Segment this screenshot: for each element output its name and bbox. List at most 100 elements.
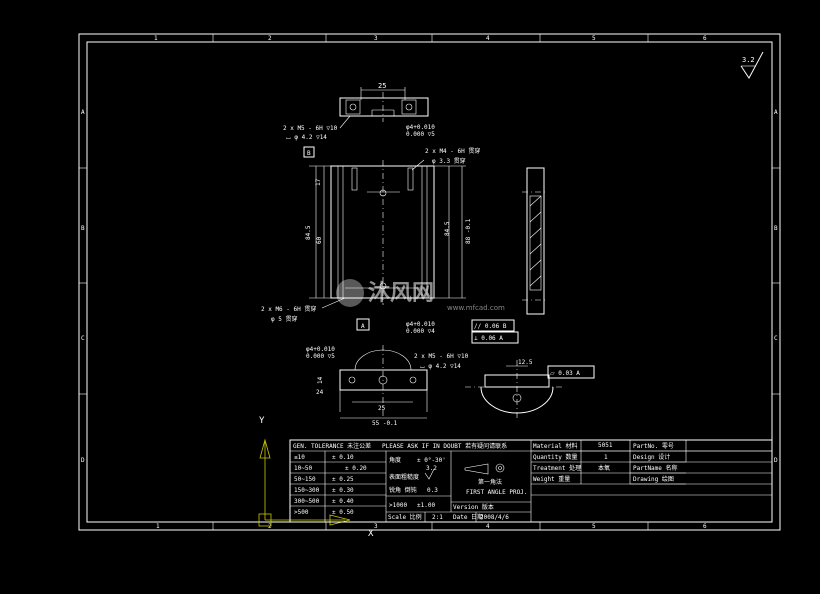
ucs-axis-icon: Y X [258,416,374,539]
svg-text:4: 4 [486,35,490,42]
svg-text:B: B [307,150,311,157]
fcf-flatness: ⏥ 0.03 A [547,365,595,379]
svg-text:>500: >500 [294,509,309,516]
svg-text:± 0°-30': ± 0°-30' [417,457,446,464]
datum-a: A [356,318,370,331]
svg-text:± 0.50: ± 0.50 [332,509,354,516]
dim-bottom-55: 55 -0.1 [372,420,398,427]
date-label: Date 日期 [453,513,483,521]
ask-note: PLEASE ASK IF IN DOUBT 若有疑问请联系 [382,442,507,450]
svg-text:角度: 角度 [389,456,401,464]
bottom-pin-note-2: 0.000 ▽5 [306,353,335,360]
dim-88: 88 -0.1 [465,218,472,244]
svg-text:1: 1 [154,35,158,42]
dim-17: 17 [315,178,322,186]
svg-text:沐风网: 沐风网 [368,281,434,306]
svg-text:3: 3 [374,523,378,530]
dim-bottom-25: 25 [378,405,386,412]
svg-text:本氧: 本氧 [598,464,610,472]
front-view [309,160,466,305]
svg-text:300~500: 300~500 [294,498,320,505]
svg-text:A: A [81,109,85,116]
svg-text:D: D [81,457,85,464]
front-hole-note-2: φ 3.3 贯穿 [432,157,466,165]
tolerance-table: ≤10 ± 0.10 10~50 ± 0.20 50~150 ± 0.25 15… [294,454,367,516]
zone-labels-side: A B C D A B C D [81,109,778,464]
svg-text:Drawing 绘图: Drawing 绘图 [633,475,674,483]
svg-text:Y: Y [259,416,265,426]
svg-text:5: 5 [592,523,596,530]
zone-ticks [79,34,780,530]
svg-text:± 0.20: ± 0.20 [345,465,367,472]
title-block [289,439,773,523]
svg-text:25: 25 [378,82,386,90]
svg-text:www.mfcad.com: www.mfcad.com [447,304,505,312]
svg-text:10~50: 10~50 [294,465,312,472]
svg-text:1: 1 [156,523,160,530]
svg-text:Design 设计: Design 设计 [633,453,670,461]
dim-845-left: 84.5 [305,225,312,240]
front-lower-note-1: 2 x M6 - 6H 贯穿 [261,305,316,313]
svg-text:第一角法: 第一角法 [478,478,502,486]
svg-text:Weight 重量: Weight 重量 [533,475,570,483]
side-dim-24: 24 [316,389,324,396]
svg-text:锐角 倒钝: 锐角 倒钝 [389,486,417,494]
svg-text:Quantity 数量: Quantity 数量 [533,453,578,461]
tol-header: GEN. TOLERANCE 未注公差 [293,442,371,450]
bottom-hole-note-2: ⌴ φ 4.2 ▽14 [420,363,461,370]
top-pin-note-1: φ4+0.010 [406,124,435,131]
watermark: 沐风网 www.mfcad.com [336,279,505,312]
svg-text:4: 4 [486,523,490,530]
bottom-view [339,345,428,419]
svg-text:FIRST ANGLE PROJ.: FIRST ANGLE PROJ. [466,489,527,496]
svg-text:X: X [368,529,374,539]
bottom-hole-note-1: 2 x M5 - 6H ▽10 [414,353,469,360]
svg-text:Treatment 处理: Treatment 处理 [533,464,581,472]
svg-text:0.3: 0.3 [427,487,438,494]
fcf-parallel: // 0.06 B [471,319,515,332]
svg-text:3.2: 3.2 [742,56,755,64]
svg-text:>1000: >1000 [389,502,407,509]
svg-text:2: 2 [268,35,272,42]
side-view [522,167,548,315]
bottom-pin-note-1: φ4+0.010 [306,346,335,353]
top-hole-note-2: ⌴ φ 4.2 ▽14 [286,134,327,141]
svg-text:1: 1 [604,454,608,461]
svg-text:A: A [361,323,365,330]
svg-text:± 0.40: ± 0.40 [332,498,354,505]
svg-text:6: 6 [703,523,707,530]
top-view: 25 [339,82,429,122]
material-table: Material 材料 5051 Quantity 数量 1 Treatment… [533,442,678,483]
general-notes: 角度 ± 0°-30' 表面粗糙度 3.2 锐角 倒钝 0.3 >1000 ±1… [389,456,446,509]
svg-text:6: 6 [703,35,707,42]
side-dim-14: 14 [317,376,324,384]
svg-text:PartNo. 零号: PartNo. 零号 [633,443,674,450]
top-leader [339,115,351,129]
roughness-symbol: 3.2 [740,51,764,79]
svg-text:A: A [774,109,778,116]
svg-text:B: B [81,225,85,232]
svg-text:± 0.10: ± 0.10 [332,454,354,461]
svg-text:⊥ 0.06 A: ⊥ 0.06 A [474,335,503,342]
right-dim: 12.5 [518,359,533,366]
dim-60: 60 [316,236,323,244]
svg-text:Material 材料: Material 材料 [533,442,578,450]
svg-text:表面粗糙度: 表面粗糙度 [389,473,419,481]
svg-text:50~150: 50~150 [294,476,316,483]
front-pin-note-2: 0.000 ▽4 [406,328,435,335]
svg-text:C: C [774,335,778,342]
right-section-view [465,360,565,418]
zone-labels-bottom: 1 2 3 4 5 6 [156,523,707,530]
svg-text:≤10: ≤10 [294,454,305,461]
svg-text:5: 5 [592,35,596,42]
dim-845-right: 84.5 [444,221,451,236]
projection-symbol: 第一角法 FIRST ANGLE PROJ. [464,463,527,496]
svg-text:B: B [774,225,778,232]
svg-text:C: C [81,335,85,342]
svg-text:5051: 5051 [598,442,613,449]
scale-value: 2:1 [432,514,443,521]
version-label: Version 版本 [453,503,494,511]
svg-text:150~300: 150~300 [294,487,320,494]
svg-text:⏥ 0.03 A: ⏥ 0.03 A [550,370,580,377]
